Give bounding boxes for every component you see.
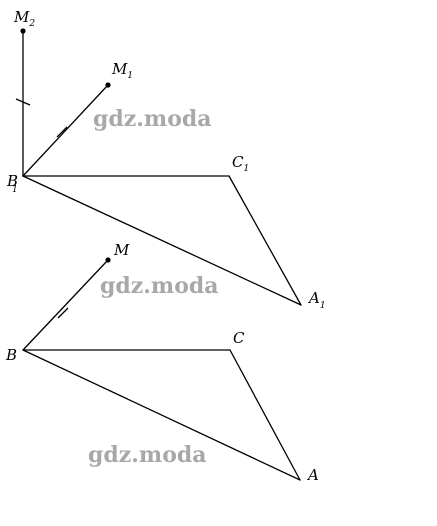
segment-c-a — [229, 349, 301, 481]
label-m: M — [113, 241, 130, 259]
label-m1: M1 — [111, 60, 133, 81]
label-a1: A1 — [307, 289, 326, 311]
point-m — [105, 257, 111, 263]
lower-figure: M B C A — [5, 241, 319, 484]
label-c: C — [233, 329, 245, 347]
label-b: B — [5, 346, 17, 364]
segment-b-a — [22, 349, 301, 481]
point-m1 — [105, 82, 111, 88]
upper-figure: M2 M1 B1 C1 A1 — [6, 8, 326, 311]
watermarks: gdz.moda gdz.moda gdz.moda — [88, 106, 219, 469]
segment-b1-a1 — [22, 175, 302, 306]
segment-b-m — [22, 259, 109, 351]
watermark-1: gdz.moda — [93, 106, 212, 132]
label-c1: C1 — [232, 153, 249, 174]
point-m2 — [20, 28, 26, 34]
watermark-2: gdz.moda — [100, 273, 219, 299]
watermark-3: gdz.moda — [88, 442, 207, 468]
segment-c1-a1 — [228, 175, 302, 306]
label-a: A — [306, 466, 319, 484]
label-b1: B1 — [6, 172, 18, 195]
label-m2: M2 — [13, 8, 35, 29]
tick-mark-b1-m1 — [56, 126, 68, 138]
segment-b1-m1 — [22, 84, 109, 177]
tick-mark-b-m — [57, 307, 69, 319]
tick-mark-b1-m2 — [15, 98, 31, 106]
